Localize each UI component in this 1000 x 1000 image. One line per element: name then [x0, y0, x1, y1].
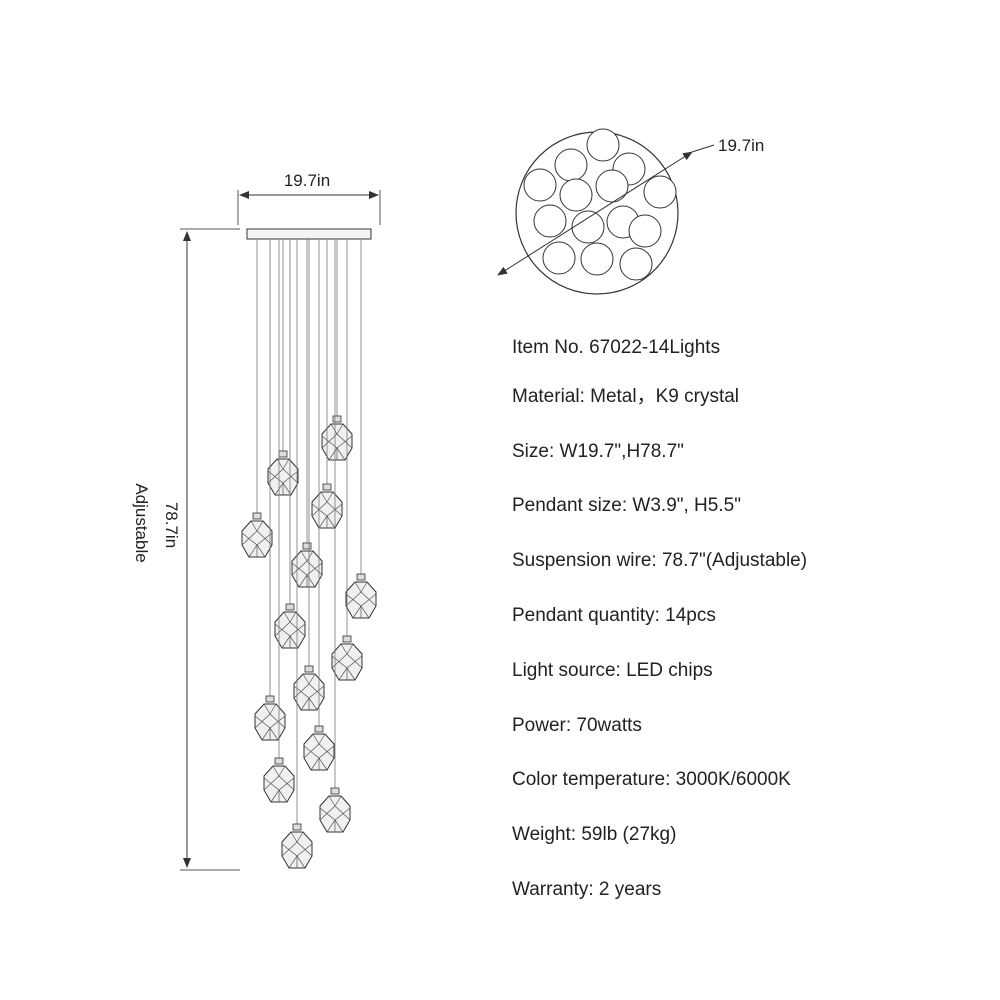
crystal-pendant [263, 757, 295, 803]
spec-pendant-quantity: Pendant quantity: 14pcs [512, 605, 716, 626]
crystal-pendant [274, 603, 306, 649]
crystal-pendant [345, 573, 377, 619]
diameter-arrow [497, 151, 693, 276]
crystal-pendant [291, 542, 323, 588]
crystal-pendant [321, 415, 353, 461]
top-view-pendant [533, 204, 567, 238]
top-view-pendant [571, 210, 605, 244]
spec-suspension-wire: Suspension wire: 78.7"(Adjustable) [512, 550, 808, 571]
top-view-pendant [643, 175, 677, 209]
spec-item-no: Item No. 67022-14Lights [512, 337, 721, 358]
crystal-pendant [319, 787, 351, 833]
top-view-pendant [559, 178, 593, 212]
top-view-pendant [628, 214, 662, 248]
crystal-pendant [241, 512, 273, 558]
crystal-pendant [254, 695, 286, 741]
top-view-pendant [619, 247, 653, 281]
spec-power: Power: 70watts [512, 715, 642, 736]
top-view-pendant [580, 242, 614, 276]
pendant-group [241, 239, 377, 869]
top-view-pendant [542, 241, 576, 275]
height-label: 78.7in [162, 502, 181, 548]
top-view: 19.7in [497, 128, 764, 295]
spec-light-source: Light source: LED chips [512, 660, 713, 681]
spec-pendant-size: Pendant size: W3.9", H5.5" [512, 495, 741, 516]
height-dimension: 78.7in Adjustable [132, 228, 240, 871]
spec-material: Material: Metal，K9 crystal [512, 386, 740, 407]
canopy-plate [246, 228, 372, 240]
top-view-pendant [523, 168, 557, 202]
width-label: 19.7in [284, 171, 330, 190]
spec-weight: Weight: 59lb (27kg) [512, 824, 677, 845]
spec-size: Size: W19.7",H78.7" [512, 441, 684, 462]
spec-color-temperature: Color temperature: 3000K/6000K [512, 769, 791, 790]
diameter-label: 19.7in [718, 136, 764, 155]
crystal-pendant [311, 483, 343, 529]
crystal-pendant [303, 725, 335, 771]
crystal-pendant [267, 450, 299, 496]
top-view-pendant [554, 148, 588, 182]
crystal-pendant [293, 665, 325, 711]
diameter-leader [691, 144, 715, 153]
spec-warranty: Warranty: 2 years [512, 879, 662, 900]
top-view-pendant [586, 128, 620, 162]
top-view-pendant [595, 169, 629, 203]
crystal-pendant [331, 635, 363, 681]
crystal-pendant [281, 823, 313, 869]
top-view-pendant-circles [523, 128, 677, 281]
height-note: Adjustable [132, 483, 151, 562]
width-dimension: 19.7in [237, 171, 381, 225]
